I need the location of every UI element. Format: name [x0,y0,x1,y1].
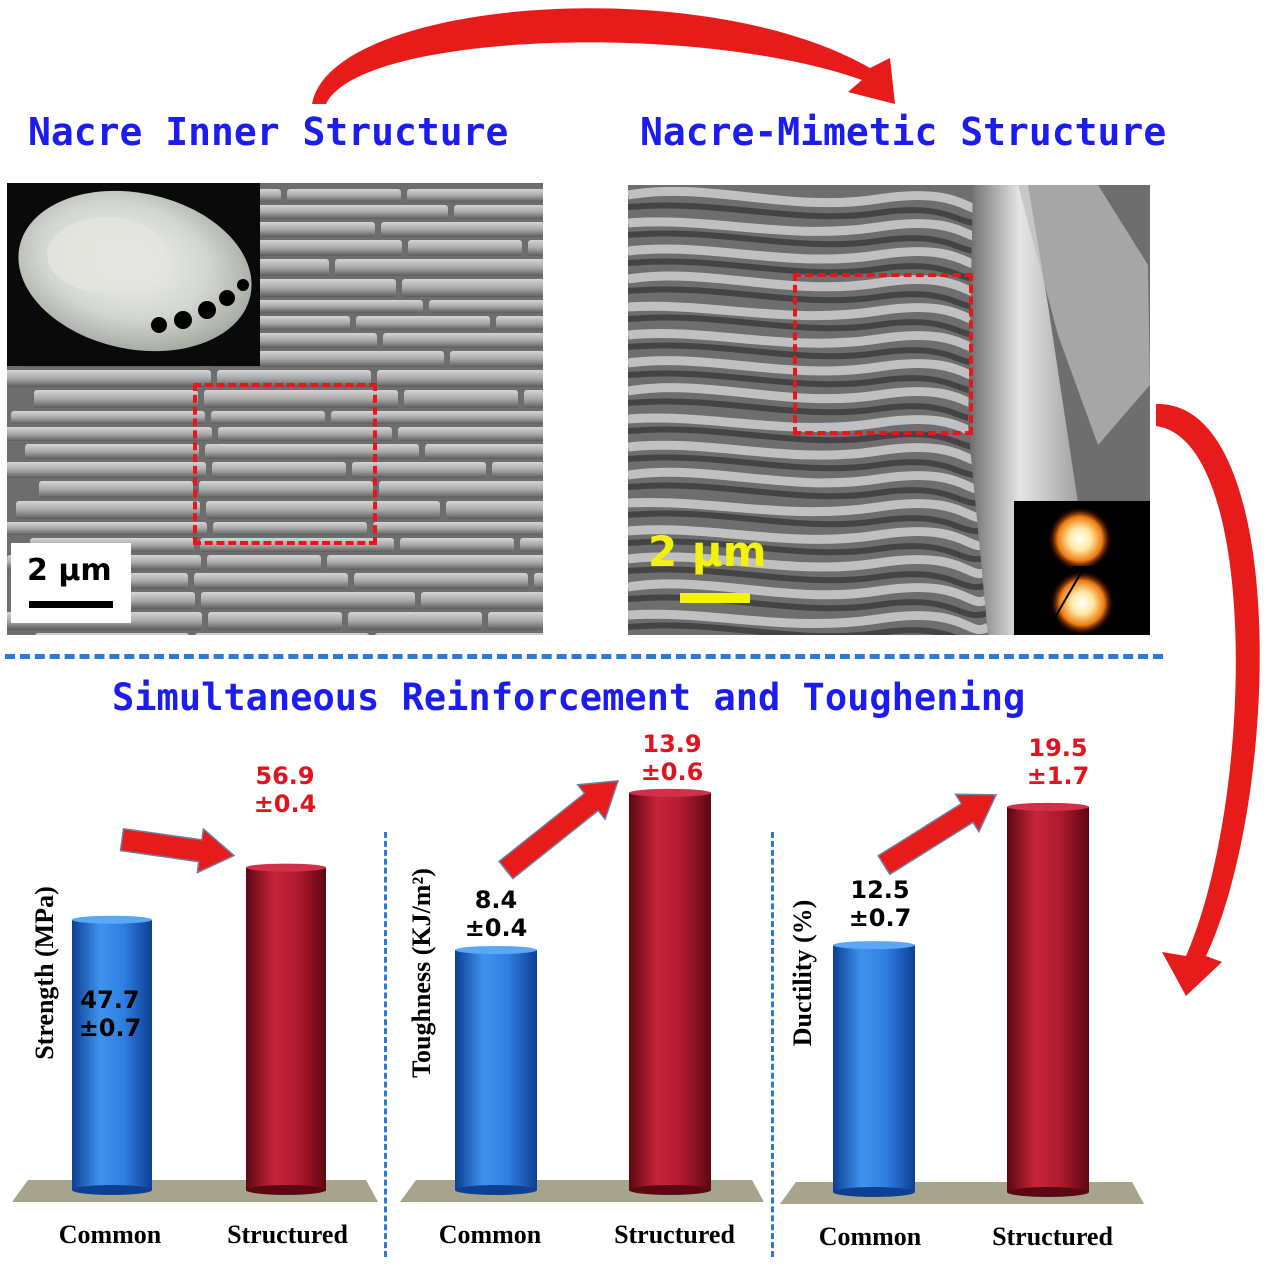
toughness-category-structured: Structured [614,1220,735,1249]
strength-category-structured: Structured [227,1220,348,1249]
ductility-structured-value: 19.5 ±1.7 [1008,734,1108,790]
ductility-bar-base-common [833,1187,915,1197]
ductility-bar-structured [1007,806,1089,1192]
ductility-common-mean: 12.5 [850,876,910,904]
strength-common-value: 47.7 ±0.7 [60,986,160,1042]
ductility-common-error: ±0.7 [848,904,912,932]
toughness-common-error: ±0.4 [464,914,528,942]
toughness-structured-value: 13.9 ±0.6 [622,730,722,786]
mimetic-sem-image: 2 µm [628,185,1150,635]
toughness-structured-mean: 13.9 [642,730,702,758]
ductility-increase-arrow [877,793,998,876]
left-scale-line [29,601,113,608]
strength-increase-arrow [119,827,236,874]
toughness-bar-base-structured [629,1185,711,1195]
ductility-axis-label: Ductility (%) [788,899,817,1047]
strength-structured-error: ±0.4 [253,790,317,818]
right-scale-line [680,593,750,603]
left-panel-title: Nacre Inner Structure [28,110,509,154]
strength-bar-cap-common [72,915,152,924]
toughness-bar-structured [629,792,711,1190]
shell-inset [7,183,260,366]
toughness-category-common: Common [438,1220,542,1249]
ductility-structured-error: ±1.7 [1026,762,1090,790]
strength-bar-common [72,919,152,1190]
chart-divider-1 [384,832,387,1257]
ductility-category-structured: Structured [992,1222,1113,1251]
ductility-common-value: 12.5 ±0.7 [830,876,930,932]
strength-common-mean: 47.7 [80,986,140,1014]
right-scale-label: 2 µm [648,527,767,576]
strength-bar-base-common [72,1185,152,1195]
toughness-structured-error: ±0.6 [640,758,704,786]
ductility-bar-base-structured [1007,1187,1089,1197]
diffraction-inset [1014,501,1150,635]
ductility-bar-cap-structured [1007,802,1089,811]
left-scale-label: 2 µm [27,553,112,588]
left-scale-bar [11,543,131,623]
saxs-pattern-icon [1048,507,1114,635]
strength-structured-value: 56.9 ±0.4 [235,762,335,818]
strength-bar-cap-structured [246,863,326,872]
strength-common-error: ±0.7 [78,1014,142,1042]
toughness-bar-base-common [455,1185,537,1195]
ductility-bar-common [833,945,915,1192]
nacre-sem-image: 2 µm [7,183,543,635]
toughness-common-value: 8.4 ±0.4 [446,886,546,942]
ductility-category-common: Common [818,1222,922,1251]
strength-structured-mean: 56.9 [255,762,315,790]
chart-section-title: Simultaneous Reinforcement and Toughenin… [112,676,1026,719]
ductility-bar-cap-common [833,941,915,950]
toughness-bar-cap-common [455,946,537,954]
abalone-shell-icon [18,190,252,352]
ductility-structured-mean: 19.5 [1028,734,1088,762]
chart-divider-2 [771,832,774,1257]
strength-category-common: Common [58,1220,162,1249]
left-highlight-box [193,383,377,545]
toughness-common-mean: 8.4 [474,886,518,914]
right-highlight-box [793,273,973,435]
strength-bar-structured [246,867,326,1190]
strength-axis-label: Strength (MPa) [30,886,59,1060]
toughness-bar-cap-structured [629,788,711,797]
toughness-bar-common [455,950,537,1190]
toughness-axis-label: Toughness (KJ/m²) [407,868,436,1078]
toughness-increase-arrow [498,780,620,880]
strength-bar-base-structured [246,1185,326,1195]
right-panel-title: Nacre-Mimetic Structure [640,110,1167,154]
section-divider [5,654,1163,659]
